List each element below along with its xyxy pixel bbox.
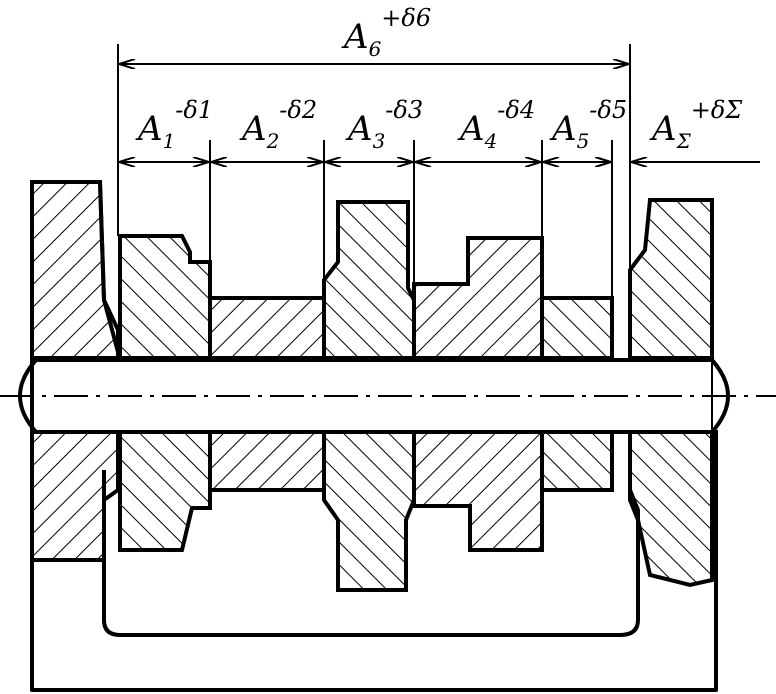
part-2: [208, 296, 326, 492]
label-a1: A1-δ1: [135, 96, 213, 153]
right-wall-lower: [628, 430, 714, 588]
right-wall-upper: [628, 198, 714, 360]
label-a5: A5-δ5: [549, 96, 627, 153]
part-5: [540, 296, 614, 492]
dimension-labels: A6+δ6 A1-δ1 A2-δ2 A3-δ3 A4-δ4 A5-δ5 AΣ+δ…: [135, 4, 743, 153]
label-a3: A3-δ3: [345, 96, 423, 153]
extension-lines: [117, 44, 631, 358]
dimension-lines: [120, 64, 760, 162]
left-wall-lower: [30, 430, 120, 562]
label-a4: A4-δ4: [457, 96, 535, 153]
label-a2: A2-δ2: [239, 96, 317, 153]
shaft: [0, 358, 776, 434]
part-4: [412, 236, 544, 552]
label-a6: A6+δ6: [341, 4, 431, 61]
left-wall-upper: [30, 180, 120, 360]
part-1: [118, 234, 212, 552]
label-asum: AΣ+δΣ: [649, 96, 743, 153]
